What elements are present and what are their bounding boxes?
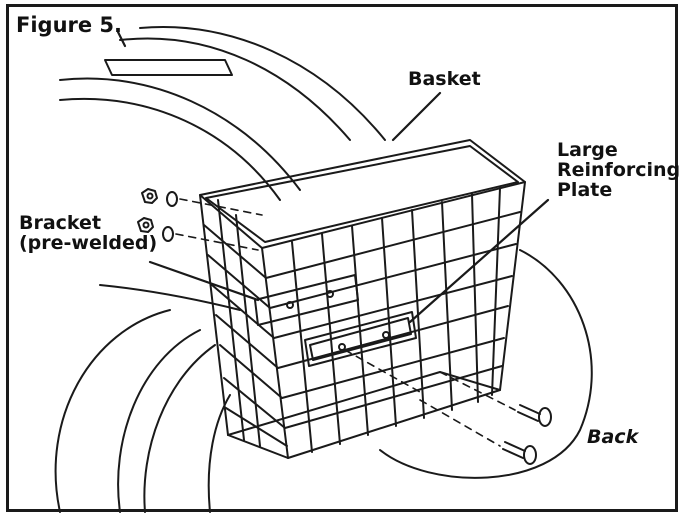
label-bracket-line-2: (pre-welded) (19, 231, 158, 254)
label-bracket: Bracket (pre-welded) (19, 212, 158, 254)
nuts-and-washers (137, 188, 178, 242)
wheel (54, 309, 231, 513)
bolts (502, 404, 552, 465)
label-plate-line-3: Plate (557, 178, 613, 201)
label-bracket-line-1: Bracket (19, 212, 102, 234)
assembly-dashed-lines (175, 198, 516, 447)
bracket (254, 274, 359, 326)
label-large-reinforcing-plate: Large Reinforcing Plate (557, 139, 681, 201)
wire-basket (199, 139, 526, 459)
reinforcing-plate (304, 311, 417, 367)
rear-wheel-outline (379, 249, 593, 479)
leader-lines (116, 30, 550, 324)
figure-title: Figure 5. (16, 13, 123, 37)
label-plate-line-1: Large (557, 139, 618, 161)
label-basket: Basket (408, 68, 481, 90)
armrest-frame (59, 26, 386, 311)
label-plate-line-2: Reinforcing (557, 158, 681, 181)
label-back: Back (587, 426, 639, 448)
